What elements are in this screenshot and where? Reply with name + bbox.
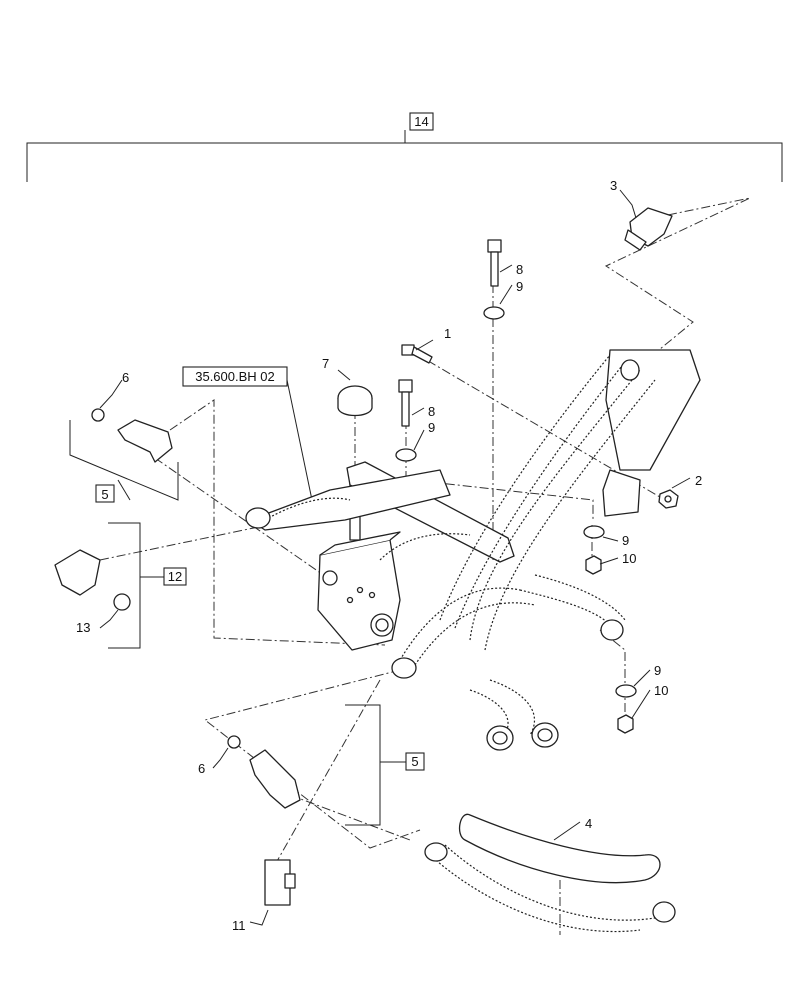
elbow-part-12 [54, 549, 131, 611]
callout-9-d: 9 [654, 663, 661, 678]
callout-9-a: 9 [516, 279, 523, 294]
washers-part-9 [395, 306, 637, 698]
callout-4: 4 [585, 816, 592, 831]
callout-12: 12 [168, 569, 182, 584]
callout-6-upper: 6 [122, 370, 129, 385]
group-bracket-12 [108, 522, 187, 649]
callout-10-b: 10 [654, 683, 668, 698]
reference-label: 35.600.BH 02 [195, 369, 275, 384]
callout-9-b: 9 [428, 420, 435, 435]
callout-9-c: 9 [622, 533, 629, 548]
callout-7: 7 [322, 356, 329, 371]
mounting-bracket [249, 349, 701, 563]
callout-5-upper: 5 [101, 487, 108, 502]
nut-part-2 [658, 489, 679, 509]
callout-11: 11 [232, 918, 246, 933]
hose-bundle [264, 354, 656, 741]
hose-fittings [245, 359, 640, 751]
elbow-fitting-part-3 [624, 207, 673, 251]
bolt-part-1 [401, 344, 433, 364]
bolt-part-8-lower [398, 379, 413, 427]
callout-10-a: 10 [622, 551, 636, 566]
callout-3: 3 [610, 178, 617, 193]
callout-2: 2 [695, 473, 702, 488]
group-bracket-5-lower [345, 704, 425, 826]
bolt-part-8-upper [487, 239, 502, 287]
group-bracket-5-upper [69, 420, 179, 503]
assembly-lines [99, 197, 751, 935]
kit-bracket: 14 [26, 112, 783, 182]
callout-13: 13 [76, 620, 90, 635]
tee-fitting-upper [91, 408, 173, 463]
callout-5-lower: 5 [411, 754, 418, 769]
callout-8-upper: 8 [516, 262, 523, 277]
fitting-part-11 [264, 859, 296, 906]
callout-1: 1 [444, 326, 451, 341]
callout-8-lower: 8 [428, 404, 435, 419]
cap-part-7 [337, 385, 373, 417]
callout-leaders [99, 189, 691, 926]
hose-part-4 [424, 813, 676, 933]
reference-callout: 35.600.BH 02 [182, 366, 313, 501]
callout-labels: 1 2 3 4 5 5 6 6 7 8 8 9 9 9 9 10 10 11 1… [76, 178, 702, 933]
valve-manifold [317, 469, 401, 651]
callout-6-lower: 6 [198, 761, 205, 776]
nuts-part-10 [585, 555, 634, 734]
tee-fitting-lower [227, 735, 301, 809]
kit-label-14: 14 [414, 114, 428, 129]
